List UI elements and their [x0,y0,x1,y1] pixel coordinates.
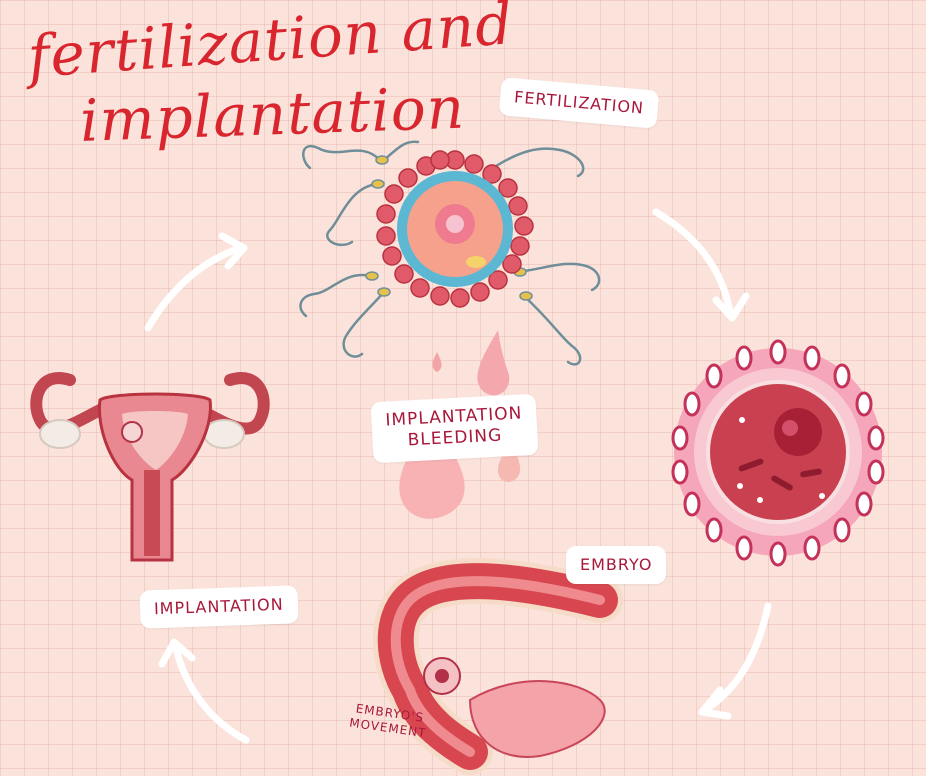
arrow-blastocyst-to-embryo [704,602,772,712]
uterus-icon [30,372,270,562]
polar-body [466,256,486,268]
arrow-embryo-to-implantation [172,644,250,744]
fallopian-tube-icon [372,558,623,775]
implanted-embryo [121,421,143,443]
label-embryo: EMBRYO [566,546,667,584]
label-implantation: IMPLANTATION [139,585,299,629]
right-ovary [203,419,245,449]
corona-cells [376,150,534,308]
inner-cell-mass [774,408,822,456]
sperm-tails [299,140,601,366]
label-implantation-bleeding: IMPLANTATION BLEEDING [370,393,539,463]
arrow-blastocyst-to-embryo-head [698,686,732,720]
arrow-embryo-to-implantation-head [158,638,196,668]
arrow-implantation-to-fertilization [144,244,244,332]
arrow-fertilization-to-blastocyst-head [712,292,750,322]
left-ovary [39,419,81,449]
arrow-implantation-to-fertilization-head [218,232,248,270]
blastocyst-icon [671,339,885,567]
ovary [468,680,606,758]
arrow-fertilization-to-blastocyst [652,208,734,316]
cycle-arrows [144,208,772,744]
fertilized-egg-icon [299,140,601,366]
